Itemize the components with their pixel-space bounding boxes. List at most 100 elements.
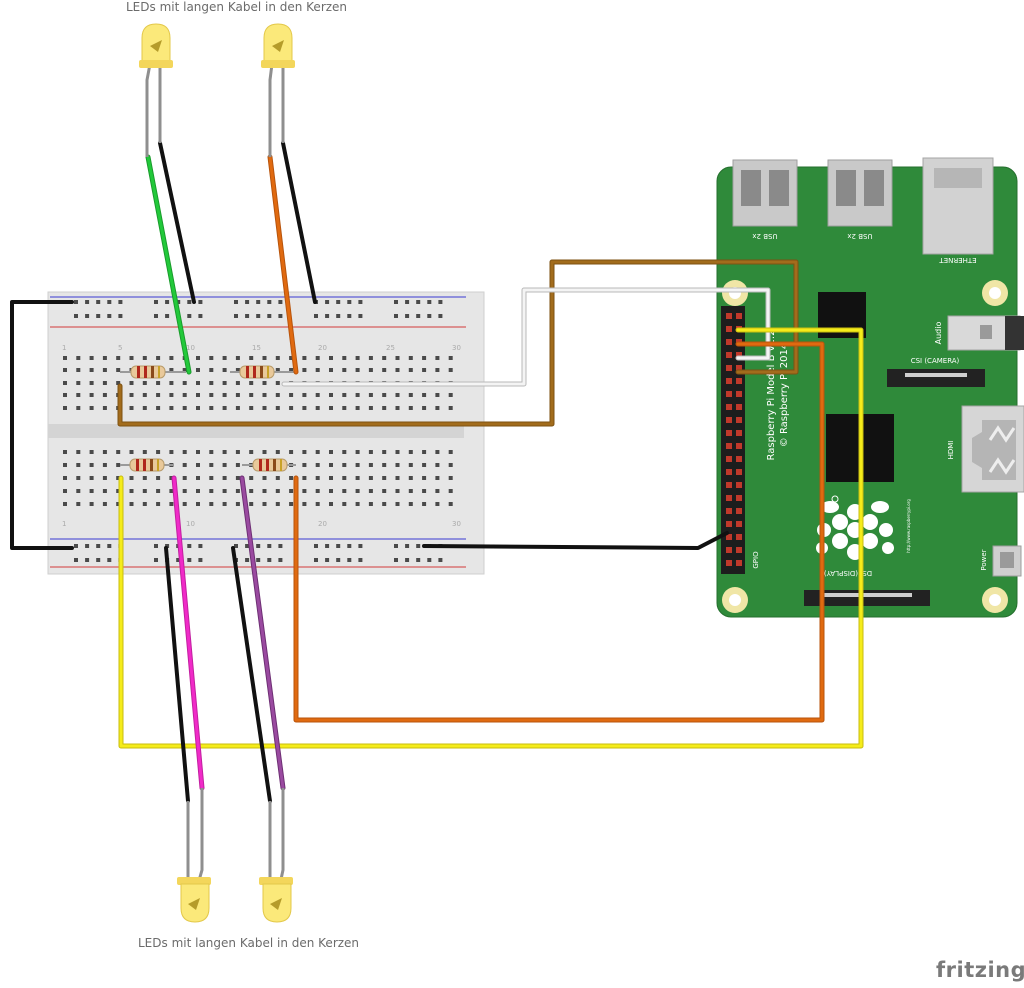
col-label-10: 10 xyxy=(186,344,195,352)
gpio-pin xyxy=(726,521,732,527)
wires xyxy=(10,141,864,803)
breadboard-hole xyxy=(182,502,187,506)
breadboard-hole xyxy=(347,544,352,548)
gpio-pin xyxy=(736,378,742,384)
breadboard-hole xyxy=(63,502,67,506)
breadboard-hole xyxy=(315,356,320,360)
breadboard-hole xyxy=(129,502,134,506)
gpio-pin xyxy=(726,560,732,566)
breadboard-hole xyxy=(422,476,427,480)
breadboard-hole xyxy=(222,368,227,372)
breadboard-hole xyxy=(448,502,453,506)
breadboard-hole xyxy=(196,489,200,493)
breadboard-hole xyxy=(142,406,147,410)
breadboard-hole xyxy=(142,502,147,506)
breadboard-hole xyxy=(422,368,427,372)
breadboard-hole xyxy=(355,450,360,454)
breadboard-hole xyxy=(382,489,387,493)
breadboard-hole xyxy=(342,463,347,467)
breadboard-hole xyxy=(448,476,453,480)
breadboard-hole xyxy=(329,476,333,480)
breadboard-hole xyxy=(382,502,387,506)
breadboard-hole xyxy=(187,544,192,548)
breadboard-hole xyxy=(154,314,158,318)
breadboard-hole xyxy=(222,450,227,454)
breadboard-hole xyxy=(408,502,413,506)
col-label-30-bottom: 30 xyxy=(452,520,461,528)
breadboard-hole xyxy=(249,476,254,480)
gpio-pin xyxy=(736,534,742,540)
breadboard-hole xyxy=(395,356,400,360)
breadboard-hole xyxy=(102,381,107,385)
breadboard-hole xyxy=(165,300,170,304)
breadboard-hole xyxy=(435,406,440,410)
breadboard-hole xyxy=(182,463,187,467)
gpio-pin xyxy=(726,430,732,436)
breadboard-hole xyxy=(129,489,134,493)
breadboard-hole xyxy=(63,393,67,397)
breadboard-hole xyxy=(278,300,283,304)
gpio-pin xyxy=(726,417,732,423)
breadboard-hole xyxy=(74,558,78,562)
breadboard-hole xyxy=(275,476,280,480)
breadboard-hole xyxy=(315,406,320,410)
breadboard-hole xyxy=(405,544,410,548)
breadboard-hole xyxy=(302,356,307,360)
breadboard-hole xyxy=(302,368,307,372)
gpio-pin xyxy=(736,456,742,462)
breadboard-hole xyxy=(408,393,413,397)
ethernet-port: ETHERNET xyxy=(922,157,994,264)
col-label-5: 5 xyxy=(118,344,122,352)
breadboard-hole xyxy=(302,502,307,506)
breadboard-hole xyxy=(116,489,121,493)
breadboard-hole xyxy=(129,393,134,397)
gpio-pin xyxy=(726,326,732,332)
led-top-2 xyxy=(261,23,295,157)
breadboard-hole xyxy=(74,544,78,548)
led-bottom-2 xyxy=(259,788,293,923)
breadboard-hole xyxy=(435,476,440,480)
breadboard-hole xyxy=(76,476,81,480)
breadboard-hole xyxy=(74,314,78,318)
breadboard-hole xyxy=(182,368,187,372)
breadboard-hole xyxy=(275,381,280,385)
breadboard-hole xyxy=(176,300,181,304)
col-label-20: 20 xyxy=(318,344,327,352)
gpio-pin xyxy=(726,482,732,488)
breadboard-hole xyxy=(156,476,161,480)
breadboard-hole xyxy=(262,381,267,385)
breadboard-hole xyxy=(116,463,121,467)
breadboard-hole xyxy=(182,476,187,480)
gpio-pin xyxy=(726,534,732,540)
breadboard-hole xyxy=(102,406,107,410)
breadboard-hole xyxy=(209,381,214,385)
breadboard-hole xyxy=(427,558,432,562)
breadboard-hole xyxy=(368,406,373,410)
breadboard-hole xyxy=(102,502,107,506)
breadboard-hole xyxy=(302,463,307,467)
breadboard-hole xyxy=(278,558,283,562)
breadboard-hole xyxy=(435,393,440,397)
audio-jack: Audio xyxy=(934,315,1024,351)
breadboard-hole xyxy=(63,406,67,410)
breadboard-hole xyxy=(235,406,240,410)
wire-black-rail xyxy=(10,300,74,550)
breadboard-hole xyxy=(156,450,161,454)
breadboard-hole xyxy=(368,393,373,397)
dsi-label: DSI (DISPLAY) xyxy=(824,569,873,577)
breadboard-hole xyxy=(395,393,400,397)
gpio-pin xyxy=(726,404,732,410)
gpio-pin xyxy=(726,391,732,397)
col-label-1-bottom: 1 xyxy=(62,520,66,528)
col-label-1: 1 xyxy=(62,344,66,352)
breadboard-hole xyxy=(382,406,387,410)
breadboard-hole xyxy=(76,463,81,467)
breadboard-hole xyxy=(63,450,67,454)
breadboard-hole xyxy=(96,314,101,318)
breadboard-hole xyxy=(315,368,320,372)
breadboard-hole xyxy=(63,356,67,360)
breadboard-hole xyxy=(302,393,307,397)
breadboard-hole xyxy=(182,489,187,493)
breadboard-hole xyxy=(314,544,318,548)
breadboard-hole xyxy=(422,450,427,454)
